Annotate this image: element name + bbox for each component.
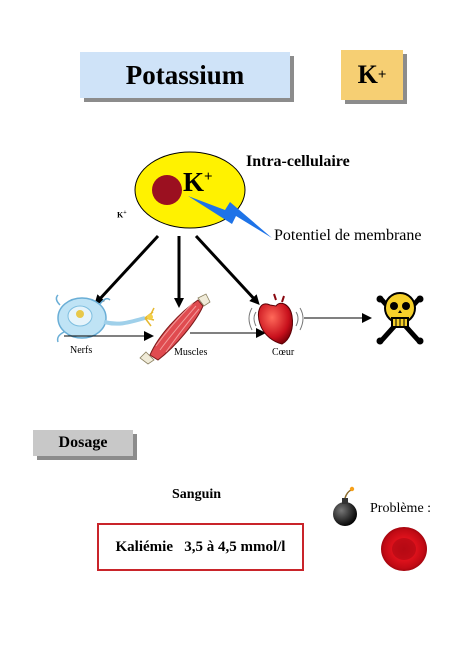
coeur-label: Cœur: [272, 347, 295, 358]
intra-cellulaire-label: Intra-cellulaire: [246, 153, 350, 170]
cell-nucleus: [152, 175, 182, 205]
probleme-label: Problème :: [370, 501, 432, 516]
muscle-icon: [139, 293, 211, 365]
red-blood-cell-icon: [381, 527, 427, 571]
cell-ion-label: K+: [183, 162, 213, 197]
arrow-to-coeur: [194, 234, 260, 305]
dosage-box: Dosage: [33, 430, 133, 456]
arrow-to-nerfs: [94, 234, 160, 305]
symbol-base: K: [357, 60, 378, 89]
potassium-symbol-box: K+: [341, 50, 403, 100]
title-box: Potassium: [80, 52, 290, 98]
neuron-icon: [55, 294, 155, 343]
bomb-icon: [333, 486, 357, 526]
sanguin-label: Sanguin: [172, 487, 222, 502]
cell-ion-base: K: [183, 167, 205, 197]
symbol-sup: +: [377, 66, 387, 83]
nerfs-label: Nerfs: [70, 345, 93, 356]
page-title: Potassium: [125, 59, 245, 90]
heart-icon: [248, 293, 304, 345]
small-ion-sup: +: [123, 210, 127, 216]
cell-ion-sup: +: [204, 169, 213, 185]
muscles-label: Muscles: [174, 347, 208, 358]
lightning-bolt-icon: [188, 196, 272, 238]
dosage-label: Dosage: [58, 434, 108, 451]
kaliemie-value: Kaliémie 3,5 à 4,5 mmol/l: [115, 538, 286, 555]
small-ion-base: K: [117, 210, 124, 220]
potentiel-label: Potentiel de membrane: [274, 227, 422, 244]
small-ion-label: K+: [117, 210, 127, 220]
kaliemie-box: Kaliémie 3,5 à 4,5 mmol/l: [97, 523, 304, 571]
skull-crossbones-icon: [376, 292, 424, 345]
